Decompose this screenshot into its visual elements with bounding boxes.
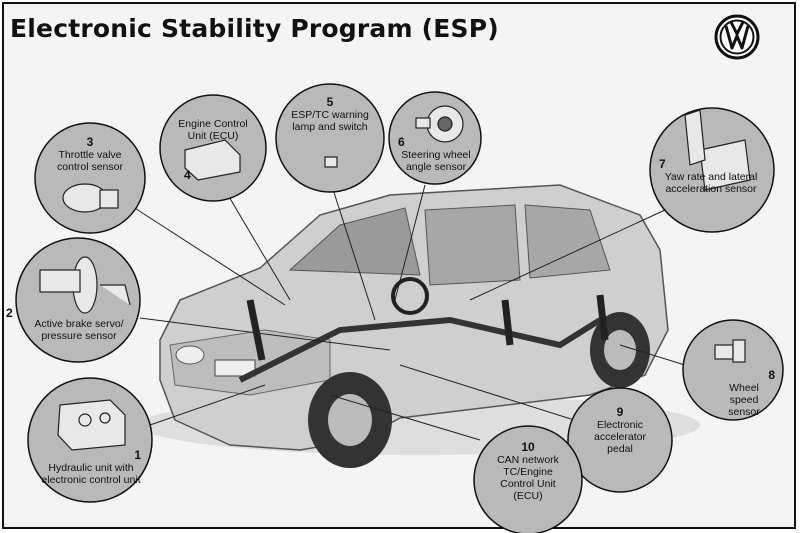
label-4: Engine Control Unit (ECU) 4 bbox=[170, 118, 256, 182]
label-text: CAN network TC/Engine Control Unit (ECU) bbox=[497, 454, 559, 502]
label-9: 9 Electronic accelerator pedal bbox=[585, 405, 655, 455]
label-number: 6 bbox=[398, 135, 405, 149]
label-5: 5 ESP/TC warning lamp and switch bbox=[288, 95, 372, 133]
label-10: 10 CAN network TC/Engine Control Unit (E… bbox=[488, 440, 568, 502]
label-number: 10 bbox=[521, 440, 535, 454]
component-sketches bbox=[39, 105, 751, 451]
label-text: Electronic accelerator pedal bbox=[594, 419, 646, 455]
label-text: Steering wheel angle sensor bbox=[401, 149, 471, 173]
callout-circle-9 bbox=[567, 387, 673, 493]
label-7: 7 Yaw rate and lateral acceleration sens… bbox=[655, 157, 767, 195]
warning-lamp-icon bbox=[324, 156, 338, 168]
hydraulic-unit-icon bbox=[57, 399, 126, 451]
car-illustration bbox=[140, 184, 700, 468]
label-text: ESP/TC warning lamp and switch bbox=[291, 109, 369, 133]
vw-logo-icon bbox=[714, 14, 760, 60]
brake-servo-icon bbox=[39, 256, 131, 314]
label-number: 2 bbox=[6, 306, 13, 320]
yaw-rate-sensor-icon bbox=[684, 109, 751, 191]
throttle-valve-icon bbox=[62, 183, 119, 213]
wheel-speed-sensor-icon bbox=[714, 339, 746, 363]
callout-circle-5 bbox=[275, 83, 385, 193]
steering-angle-sensor-icon bbox=[415, 105, 464, 143]
label-3: 3 Throttle valve control sensor bbox=[45, 135, 135, 173]
label-text: Yaw rate and lateral acceleration sensor bbox=[664, 171, 758, 195]
callout-circle-8 bbox=[682, 319, 784, 421]
label-text: Active brake servo/ pressure sensor bbox=[34, 318, 124, 342]
label-number: 5 bbox=[326, 95, 334, 109]
label-number: 9 bbox=[616, 405, 624, 419]
label-2: 2 Active brake servo/ pressure sensor bbox=[6, 306, 138, 342]
label-6: 6 Steering wheel angle sensor bbox=[398, 135, 474, 173]
label-text: Hydraulic unit with electronic control u… bbox=[41, 462, 141, 486]
label-8: 8 Wheel speed sensor bbox=[695, 368, 775, 418]
label-1: 1 Hydraulic unit with electronic control… bbox=[35, 448, 147, 486]
label-text: Wheel speed sensor bbox=[728, 382, 760, 418]
callout-circle-10 bbox=[473, 425, 583, 533]
label-number: 3 bbox=[86, 135, 94, 149]
label-number: 7 bbox=[659, 157, 666, 171]
label-text: Throttle valve control sensor bbox=[57, 149, 123, 173]
ecu-icon bbox=[184, 139, 241, 181]
page-title: Electronic Stability Program (ESP) bbox=[10, 14, 499, 43]
label-number: 1 bbox=[134, 448, 141, 462]
label-number: 4 bbox=[184, 168, 191, 182]
label-text: Engine Control Unit (ECU) bbox=[178, 118, 248, 142]
label-number: 8 bbox=[768, 368, 775, 382]
leader-lines bbox=[129, 179, 686, 441]
